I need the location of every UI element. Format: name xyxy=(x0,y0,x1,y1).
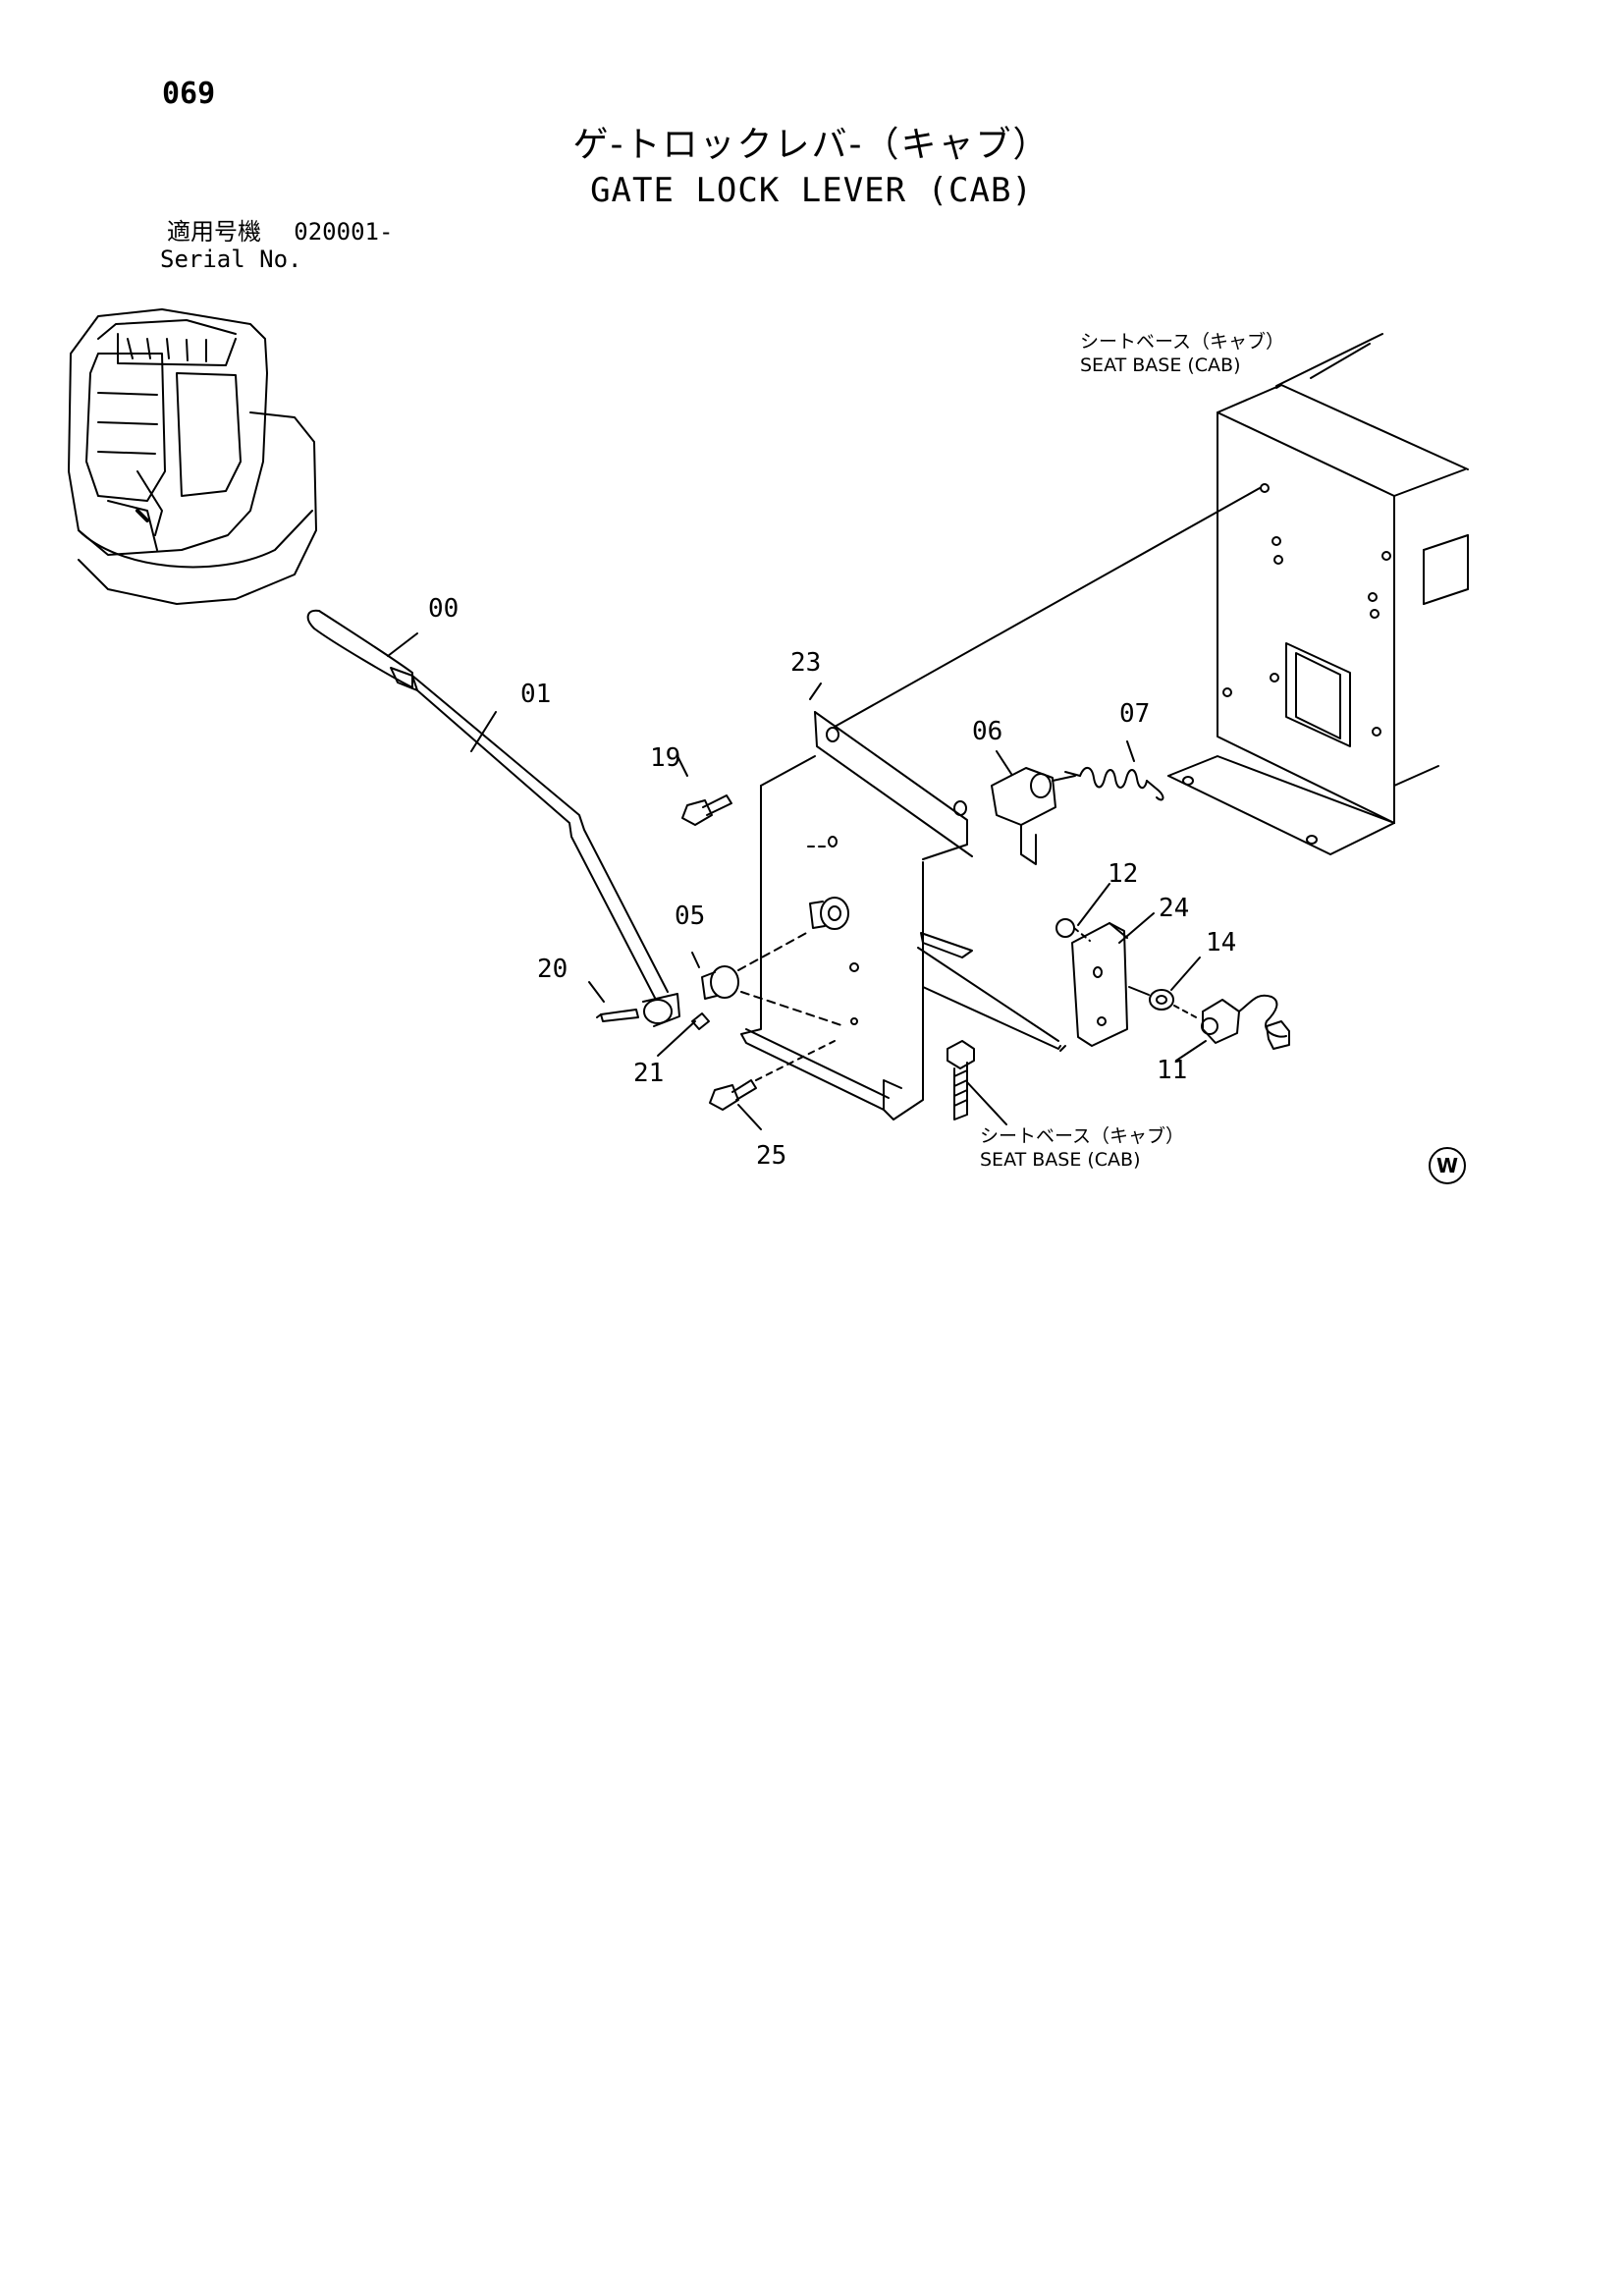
spring xyxy=(1064,767,1164,801)
callout-06: 06 xyxy=(972,717,1003,746)
bolt-25 xyxy=(709,1040,836,1111)
serial-label-ja: 適用号機 xyxy=(167,218,261,246)
seat-base-bolt xyxy=(947,1040,975,1121)
callout-20: 20 xyxy=(537,955,568,984)
spring-pin-21 xyxy=(691,1012,710,1030)
bolt-19 xyxy=(681,794,732,826)
callout-11: 11 xyxy=(1157,1056,1188,1085)
callout-14: 14 xyxy=(1206,928,1237,957)
seat-base-top-en: SEAT BASE (CAB) xyxy=(1080,355,1241,376)
seat-base-note-bottom: シートベース（キャブ） SEAT BASE (CAB) xyxy=(980,1124,1184,1172)
seat-base-top-ja: シートベース（キャブ） xyxy=(1080,331,1285,353)
washer-14 xyxy=(1128,986,1174,1011)
lock-block xyxy=(991,767,1076,865)
bushings xyxy=(701,897,849,1027)
serial-line: 適用号機 020001- xyxy=(167,218,393,246)
gate-lock-lever xyxy=(306,609,680,1027)
seat-base-bottom-en: SEAT BASE (CAB) xyxy=(980,1149,1141,1171)
page-number: 069 xyxy=(162,77,216,111)
callout-12: 12 xyxy=(1108,859,1139,889)
callout-25: 25 xyxy=(756,1141,787,1171)
callout-21: 21 xyxy=(633,1059,665,1088)
cab-thumbnail xyxy=(68,308,317,605)
callout-24: 24 xyxy=(1159,894,1190,923)
switch-bracket xyxy=(1071,922,1128,1047)
title-japanese: ゲ-トロックレバ-（キャブ） xyxy=(572,125,1051,165)
seat-base-frame xyxy=(1167,333,1469,855)
callout-05: 05 xyxy=(675,902,706,931)
serial-value: 020001- xyxy=(294,218,394,246)
callout-00: 00 xyxy=(428,594,460,624)
nut-12 xyxy=(1055,918,1091,942)
w-mark: W xyxy=(1429,1147,1466,1184)
pin-20 xyxy=(596,1009,639,1022)
mount-leader-line xyxy=(834,487,1261,728)
callout-07: 07 xyxy=(1119,699,1151,729)
title-english: GATE LOCK LEVER (CAB) xyxy=(590,171,1033,210)
serial-label-en: Serial No. xyxy=(160,246,302,273)
callout-01: 01 xyxy=(520,680,552,709)
switch-11 xyxy=(1173,994,1290,1050)
leader-lines xyxy=(387,343,1371,1130)
callout-23: 23 xyxy=(790,648,822,678)
callout-19: 19 xyxy=(650,743,681,773)
seat-base-note-top: シートベース（キャブ） SEAT BASE (CAB) xyxy=(1080,330,1284,377)
bracket-plate xyxy=(740,711,1066,1121)
seat-base-bottom-ja: シートベース（キャブ） xyxy=(980,1125,1185,1147)
